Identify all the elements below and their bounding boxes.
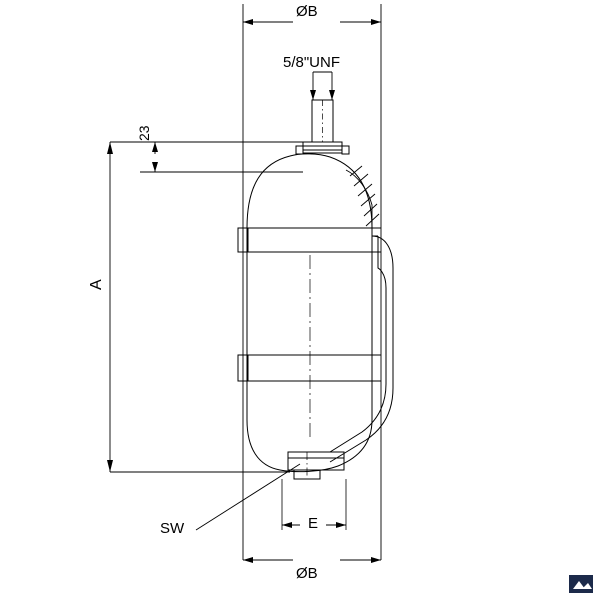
shell-collar-bands xyxy=(237,227,381,382)
dim-e xyxy=(281,479,347,530)
valve-cap xyxy=(295,141,350,155)
accumulator-shell xyxy=(246,153,373,473)
ob-witness-lines xyxy=(242,4,382,560)
dim-23 xyxy=(110,141,303,173)
label-dim-23: 23 xyxy=(136,125,152,141)
ob-top-dimension xyxy=(243,19,381,25)
unf-leader xyxy=(310,71,335,100)
dim-a xyxy=(107,142,290,473)
label-diameter-top: ØB xyxy=(296,3,318,20)
label-diameter-bottom: ØB xyxy=(296,565,318,582)
thread-hatching xyxy=(345,165,380,228)
gas-valve-stem xyxy=(311,99,334,143)
label-thread: 5/8"UNF xyxy=(283,54,341,71)
bladder-section xyxy=(329,235,394,463)
label-dim-a: A xyxy=(88,279,105,290)
sw-leader xyxy=(195,463,301,531)
ob-bottom-dimension xyxy=(243,557,381,563)
label-dim-e: E xyxy=(308,515,319,532)
brand-logo-icon xyxy=(569,575,593,593)
oil-port-block xyxy=(287,451,345,480)
label-spanner-width: SW xyxy=(160,520,185,537)
